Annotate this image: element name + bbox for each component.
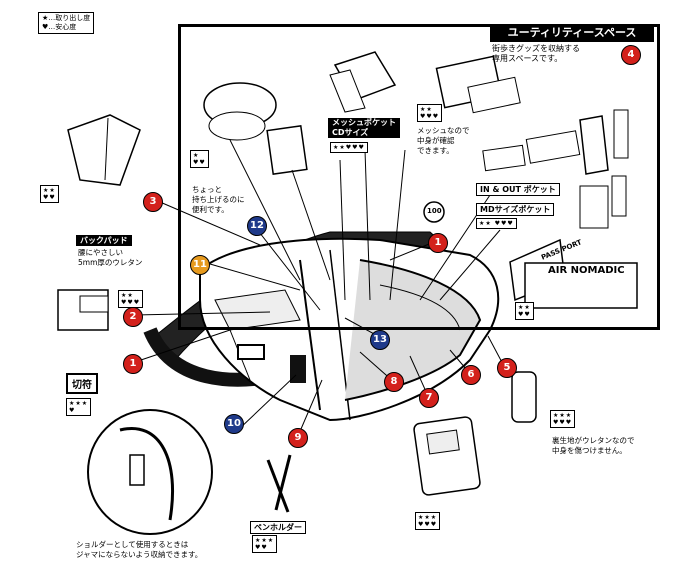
back-pad-note-line-1: 腰にやさしい — [78, 248, 123, 257]
mesh-note-line-3: できます。 — [417, 146, 454, 155]
number-badge-5: 5 — [497, 358, 517, 378]
mesh-pocket-cd-label: メッシュポケット CDサイズ — [328, 118, 400, 138]
in-out-pocket-label: IN & OUT ポケット — [476, 183, 560, 196]
pen-holder-label: ペンホルダー — [250, 521, 306, 534]
rating-pen: ★★★ ♥♥ — [252, 535, 278, 553]
mesh-note-line-2: 中身が確認 — [417, 136, 455, 145]
legend-hearts: ♥…安心度 — [42, 23, 77, 31]
mesh-note-line-1: メッシュなので — [417, 126, 470, 135]
handle-note-line-2: 持ち上げるのに — [192, 195, 245, 204]
shoulder-note-line-1: ショルダーとして使用するときは — [76, 540, 189, 549]
number-badge-11: 11 — [190, 255, 210, 275]
rating-ticket: ★★★ ♥ — [66, 398, 92, 416]
legend-box: ★…取り出し度 ♥…安心度 — [38, 12, 95, 34]
number-badge-12: 12 — [247, 216, 267, 236]
number-badge-2: 2 — [123, 307, 143, 327]
md-size-pocket-label: MDサイズポケット — [476, 203, 555, 216]
rating-kit: ★★ ♥♥ — [515, 302, 534, 320]
back-pad-note-line-2: 5mm厚のウレタン — [78, 258, 143, 267]
rating-book: ★ ♥♥ — [190, 150, 209, 168]
rating-phone: ★★★ ♥♥♥ — [550, 410, 576, 428]
number-badge-13: 13 — [370, 330, 390, 350]
lining-note: 裏生地がウレタンなので 中身を傷つけません。 — [552, 436, 635, 456]
back-pad-note: 腰にやさしい 5mm厚のウレタン — [78, 248, 142, 268]
utility-space-title: ユーティリティースペース — [490, 24, 654, 42]
rating-pocket-2: ★★ ♥♥♥ — [118, 290, 144, 308]
mesh-note: メッシュなので 中身が確認 できます。 — [417, 126, 470, 156]
rating-md: ★★ ♥♥♥ — [476, 218, 517, 229]
shoulder-note-line-2: ジャマにならないよう収納できます。 — [76, 550, 203, 559]
rating-md-player: ★★★ ♥♥♥ — [415, 512, 441, 530]
rating-mesh: ★★♥♥♥ — [330, 142, 368, 153]
legend-stars: ★…取り出し度 — [42, 14, 91, 22]
number-badge-1-right: 1 — [428, 233, 448, 253]
utility-desc-line-1: 街歩きグッズを収納する — [492, 44, 580, 53]
number-badge-8: 8 — [384, 372, 404, 392]
utility-space-description: 街歩きグッズを収納する 専用スペースです。 — [492, 44, 580, 64]
shoulder-note: ショルダーとして使用するときは ジャマにならないよう収納できます。 — [76, 540, 202, 560]
utility-desc-line-2: 専用スペースです。 — [492, 54, 563, 63]
number-badge-10: 10 — [224, 414, 244, 434]
number-badge-6: 6 — [461, 365, 481, 385]
rating-top: ★★ ♥♥♥ — [417, 104, 443, 122]
handle-note-line-1: ちょっと — [192, 185, 222, 194]
lining-note-line-2: 中身を傷つけません。 — [552, 446, 627, 455]
number-badge-1-left: 1 — [123, 354, 143, 374]
rating-top-left: ★★ ♥♥ — [40, 185, 59, 203]
ticket-label: 切符 — [66, 373, 98, 394]
handle-note: ちょっと 持ち上げるのに 便利です。 — [192, 185, 245, 215]
air-nomadic-label: AIR NOMADIC — [548, 265, 625, 276]
handle-note-line-3: 便利です。 — [192, 205, 229, 214]
utility-space-frame — [178, 24, 660, 330]
number-badge-3: 3 — [143, 192, 163, 212]
number-badge-7: 7 — [419, 388, 439, 408]
back-pad-label: バックパッド — [76, 235, 132, 246]
lining-note-line-1: 裏生地がウレタンなので — [552, 436, 635, 445]
badge-100: 100 — [427, 207, 442, 215]
number-badge-4: 4 — [621, 45, 641, 65]
number-badge-9: 9 — [288, 428, 308, 448]
